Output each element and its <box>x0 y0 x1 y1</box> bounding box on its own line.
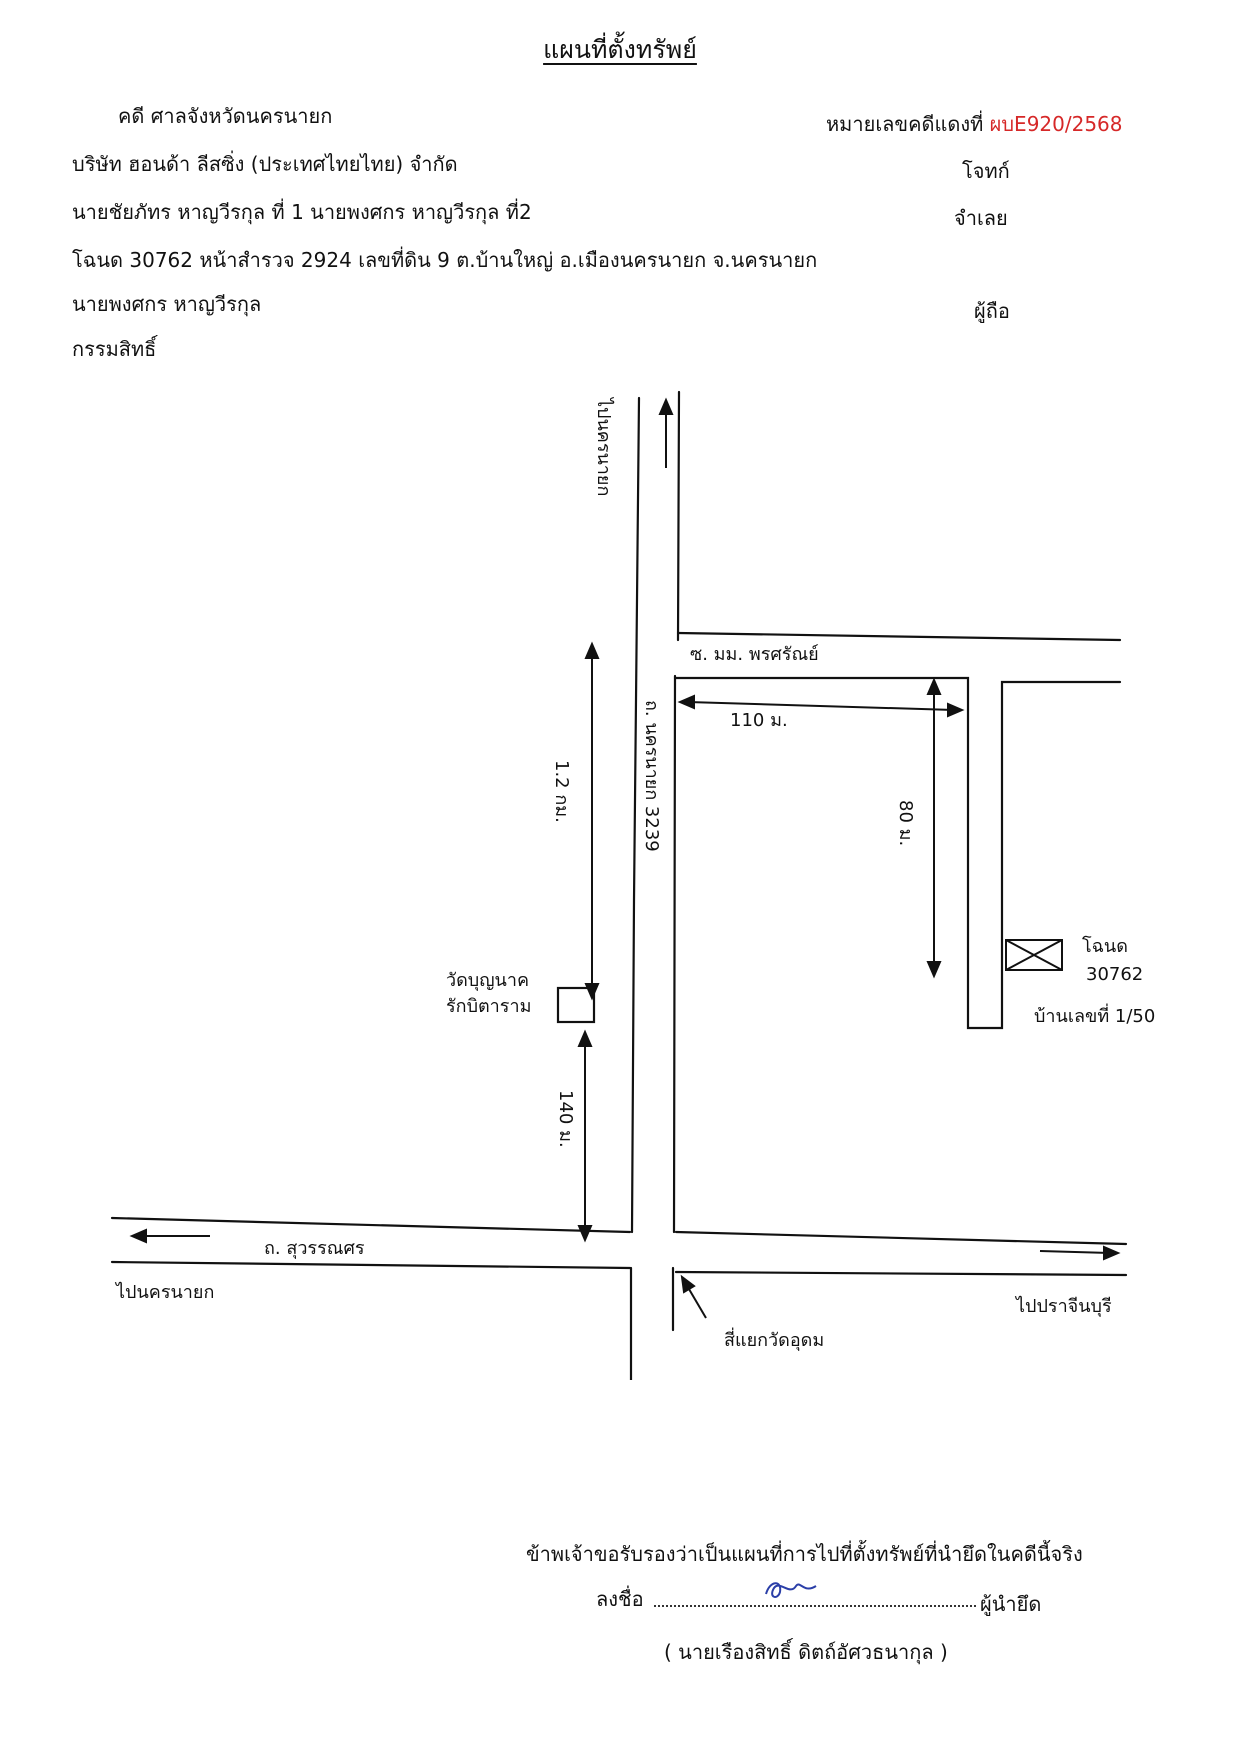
distance-lower-label: 140 ม. <box>555 1090 576 1148</box>
deed-number-label: 30762 <box>1086 964 1143 985</box>
distance-upper-label: 1.2 กม. <box>551 760 572 823</box>
temple-box <box>556 986 596 1024</box>
case-number-value: ผบE920/2568 <box>989 112 1123 136</box>
certify-text: ข้าพเจ้าขอรับรองว่าเป็นแผนที่การไปที่ตั้… <box>526 1542 1083 1566</box>
temple-label-line2: รักบิตาราม <box>446 996 531 1017</box>
temple-label-line1: วัดบุญนาค <box>446 970 529 991</box>
alley-top-edge <box>676 631 1122 642</box>
signature-scribble <box>765 1582 817 1598</box>
defendant-names: นายชัยภัทร หาญวีรกุล ที่ 1 นายพงศกร หาญว… <box>72 200 532 224</box>
case-number-label: หมายเลขคดีแดงที่ <box>826 112 984 136</box>
plaintiff-role: โจทก์ <box>962 159 1010 183</box>
holder-name: นายพงศกร หาญวีรกุล <box>72 292 262 316</box>
route-map: ไปนครนายก ถ. นครนายก 3239 1.2 กม. 140 ม.… <box>110 390 1155 1380</box>
to-west-label: ไปนครนายก <box>114 1281 214 1303</box>
ownership-label: กรรมสิทธิ์ <box>72 337 157 361</box>
holder-role: ผู้ถือ <box>974 299 1010 323</box>
to-north-label: ไปนครนายก <box>593 396 615 496</box>
deed-plot-marker <box>1005 939 1063 971</box>
to-east-label: ไปปราจีนบุรี <box>1014 1295 1112 1317</box>
defendant-role: จำเลย <box>954 206 1008 230</box>
plaintiff-name: บริษัท ฮอนด้า ลีสซิ่ง (ประเทศไทยไทย) จำก… <box>72 152 458 176</box>
main-road-west-edge <box>630 396 641 1234</box>
main-road-label: ถ. นครนายก 3239 <box>641 700 662 852</box>
main-road-east-edge-upper <box>676 390 681 642</box>
distance-alley-label: 110 ม. <box>730 710 788 731</box>
case-number: หมายเลขคดีแดงที่ ผบE920/2568 <box>826 110 1123 138</box>
distance-depth-label: 80 ม. <box>895 800 916 846</box>
cross-road-north-edge-west <box>110 1216 632 1234</box>
cross-road-south-edge-east <box>674 1270 1128 1277</box>
alley-label: ซ. มม. พรศรัณย์ <box>690 644 819 665</box>
house-number-label: บ้านเลขที่ 1/50 <box>1034 1003 1155 1027</box>
junction-label: สี่แยกวัดอุดม <box>724 1327 824 1351</box>
cross-road-south-edge-west <box>110 1260 632 1270</box>
sign-role: ผู้นำยึด <box>980 1592 1042 1616</box>
main-road-east-edge-mid <box>672 674 677 1234</box>
court-line: คดี ศาลจังหวัดนครนายก <box>118 104 333 128</box>
deed-line: โฉนด 30762 หน้าสำรวจ 2924 เลขที่ดิน 9 ต.… <box>72 248 818 272</box>
alley-bottom-edge <box>673 676 1122 1030</box>
cross-road-label: ถ. สุวรรณศร <box>264 1238 365 1259</box>
sign-label: ลงชื่อ <box>596 1587 644 1611</box>
signature-line <box>654 1605 976 1607</box>
document-title: แผนที่ตั้งทรัพย์ <box>543 35 697 64</box>
deed-label: โฉนด <box>1082 935 1128 957</box>
cross-road-north-edge-east <box>674 1230 1128 1246</box>
signer-name: ( นายเรืองสิทธิ์ ดิตถ์อัศวธนากุล ) <box>664 1640 948 1664</box>
